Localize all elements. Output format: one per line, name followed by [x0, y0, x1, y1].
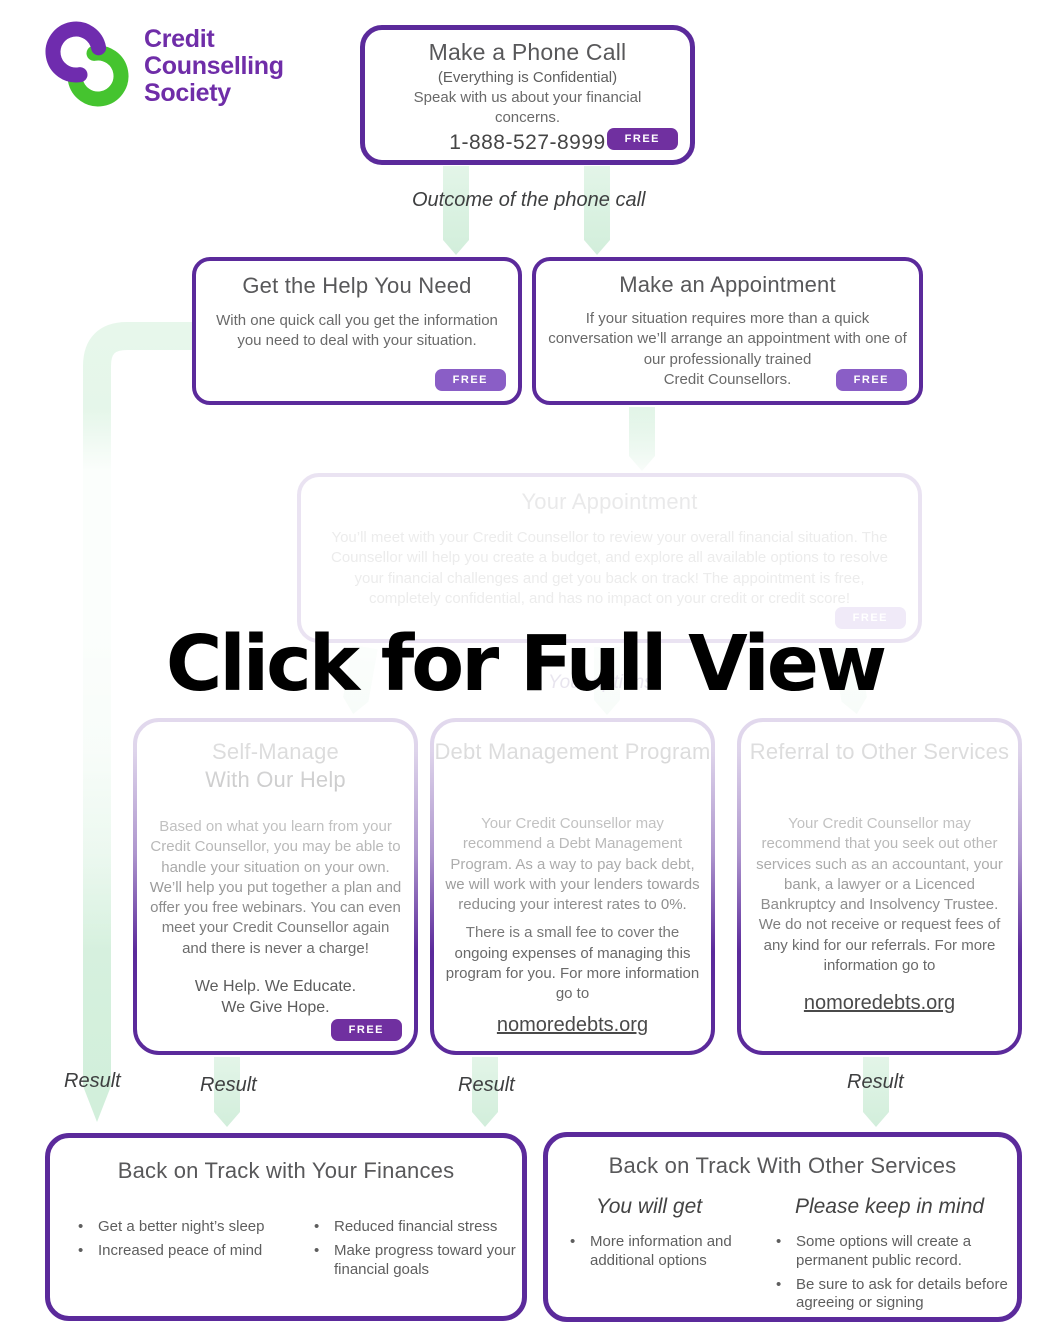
bullet-columns: You will get More information and additi…: [548, 1187, 1017, 1318]
arrow-dmp-to-result: [472, 1057, 498, 1127]
arrow-phone-to-appointment: [584, 166, 610, 255]
node-body2: There is a small fee to cover the ongoin…: [445, 924, 700, 1002]
arrow-appointment-to-yourappointment: [629, 407, 655, 471]
node-title: Get the Help You Need: [242, 273, 472, 298]
click-for-full-view[interactable]: Click for Full View: [165, 620, 887, 709]
node-body: Your Credit Counsellor may recommend tha…: [756, 815, 1003, 974]
node-self-manage: Self-Manage With Our Help Based on what …: [133, 718, 418, 1055]
bullet-column-right: Reduced financial stress Make progress t…: [294, 1218, 522, 1284]
bullet-item: Get a better night’s sleep: [72, 1218, 294, 1237]
bullet-columns: Get a better night’s sleep Increased pea…: [50, 1218, 522, 1284]
node-body-text: If your situation requires more than a q…: [548, 310, 907, 368]
elbow-connector-arrow: [83, 322, 202, 1122]
node-body: If your situation requires more than a q…: [544, 309, 912, 390]
node-title: Make an Appointment: [619, 272, 836, 297]
free-badge: FREE: [434, 369, 506, 391]
tagline: We Help. We Educate. We Give Hope.: [137, 977, 414, 1019]
confidential-note: (Everything is Confidential): [437, 69, 618, 86]
free-badge: FREE: [330, 1019, 402, 1041]
node-get-the-help-you-need: Get the Help You Need With one quick cal…: [192, 257, 522, 405]
tagline-line2: We Give Hope.: [221, 998, 330, 1016]
node-body: Based on what you learn from your Credit…: [149, 818, 402, 957]
result-label-3: Result: [458, 1074, 515, 1096]
bullet-item: Make progress toward your financial goal…: [308, 1242, 519, 1280]
node-debt-management-program: Debt Management Program Your Credit Coun…: [430, 718, 715, 1055]
arrow-referral-to-result: [863, 1057, 889, 1127]
title-line1: Self-Manage: [212, 739, 339, 764]
node-body: Your Credit Counsellor may recommend a D…: [445, 815, 700, 913]
bullet-item: Increased peace of mind: [72, 1242, 294, 1261]
node-title: Debt Management Program: [434, 739, 711, 764]
node-title: Back on Track With Other Services: [608, 1153, 957, 1178]
node-body: With one quick call you get the informat…: [216, 312, 498, 350]
bullet-item: More information and additional options: [564, 1233, 760, 1271]
bullet-column-left: Get a better night’s sleep Increased pea…: [50, 1218, 294, 1284]
node-referral-to-other-services: Referral to Other Services Your Credit C…: [737, 718, 1022, 1055]
node-body: You’ll meet with your Credit Counsellor …: [330, 529, 888, 607]
arrow-selfmanage-to-result: [214, 1057, 240, 1127]
column-heading: You will get: [595, 1195, 703, 1218]
node-make-an-appointment: Make an Appointment If your situation re…: [532, 257, 923, 405]
result-label-1: Result: [64, 1070, 121, 1092]
bullet-item: Reduced financial stress: [308, 1218, 522, 1237]
nomoredebts-link[interactable]: nomoredebts.org: [496, 1014, 649, 1037]
bullet-column-left: You will get More information and additi…: [548, 1187, 764, 1318]
node-back-on-track-other-services: Back on Track With Other Services You wi…: [543, 1132, 1022, 1322]
bullet-item: Some options will create a permanent pub…: [770, 1233, 1009, 1271]
node-your-appointment: Your Appointment You’ll meet with your C…: [297, 473, 922, 643]
node-back-on-track-finances: Back on Track with Your Finances Get a b…: [45, 1133, 527, 1321]
bullet-item: Be sure to ask for details before agreei…: [770, 1276, 1009, 1314]
node-make-a-phone-call: Make a Phone Call (Everything is Confide…: [360, 25, 695, 165]
phone-number: 1-888-527-8999: [449, 130, 606, 154]
node-title: Make a Phone Call: [428, 39, 627, 65]
node-body: Speak with us about your financial conce…: [413, 89, 642, 127]
arrow-phone-to-help: [443, 166, 469, 255]
outcome-label: Outcome of the phone call: [412, 189, 646, 211]
logo: Credit Counselling Society: [42, 18, 284, 114]
bullet-column-right: Please keep in mind Some options will cr…: [764, 1187, 1017, 1318]
tagline-line1: We Help. We Educate.: [194, 977, 357, 995]
node-title: Self-Manage With Our Help: [137, 738, 414, 794]
nomoredebts-link[interactable]: nomoredebts.org: [803, 992, 956, 1014]
logo-wordmark: Credit Counselling Society: [144, 25, 284, 107]
title-line2: With Our Help: [205, 767, 346, 792]
free-badge: FREE: [606, 128, 678, 150]
result-label-2: Result: [200, 1074, 257, 1096]
node-body-text2: Credit Counsellors.: [663, 370, 792, 388]
node-title: Referral to Other Services: [749, 739, 1010, 764]
node-title: Back on Track with Your Finances: [117, 1158, 455, 1183]
logo-icon: [45, 21, 129, 107]
result-label-4: Result: [847, 1071, 904, 1093]
node-title: Your Appointment: [521, 489, 698, 514]
column-heading: Please keep in mind: [794, 1195, 985, 1218]
free-badge: FREE: [835, 369, 907, 391]
